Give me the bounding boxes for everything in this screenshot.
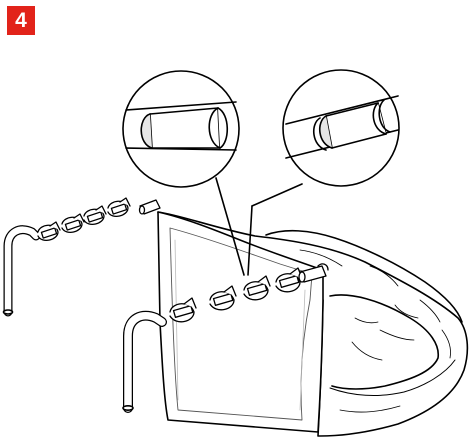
connector-clip <box>84 206 106 224</box>
frame-leg-right <box>123 316 162 410</box>
connector-row-back <box>38 198 160 240</box>
detail-magnifier-left <box>123 71 239 187</box>
connector-clip <box>38 222 60 240</box>
connector-clip <box>62 214 84 232</box>
tube-end-back <box>140 200 161 214</box>
connector-clip <box>108 198 130 216</box>
frame-leg-left <box>4 230 37 314</box>
detail-magnifier-right <box>283 70 399 186</box>
